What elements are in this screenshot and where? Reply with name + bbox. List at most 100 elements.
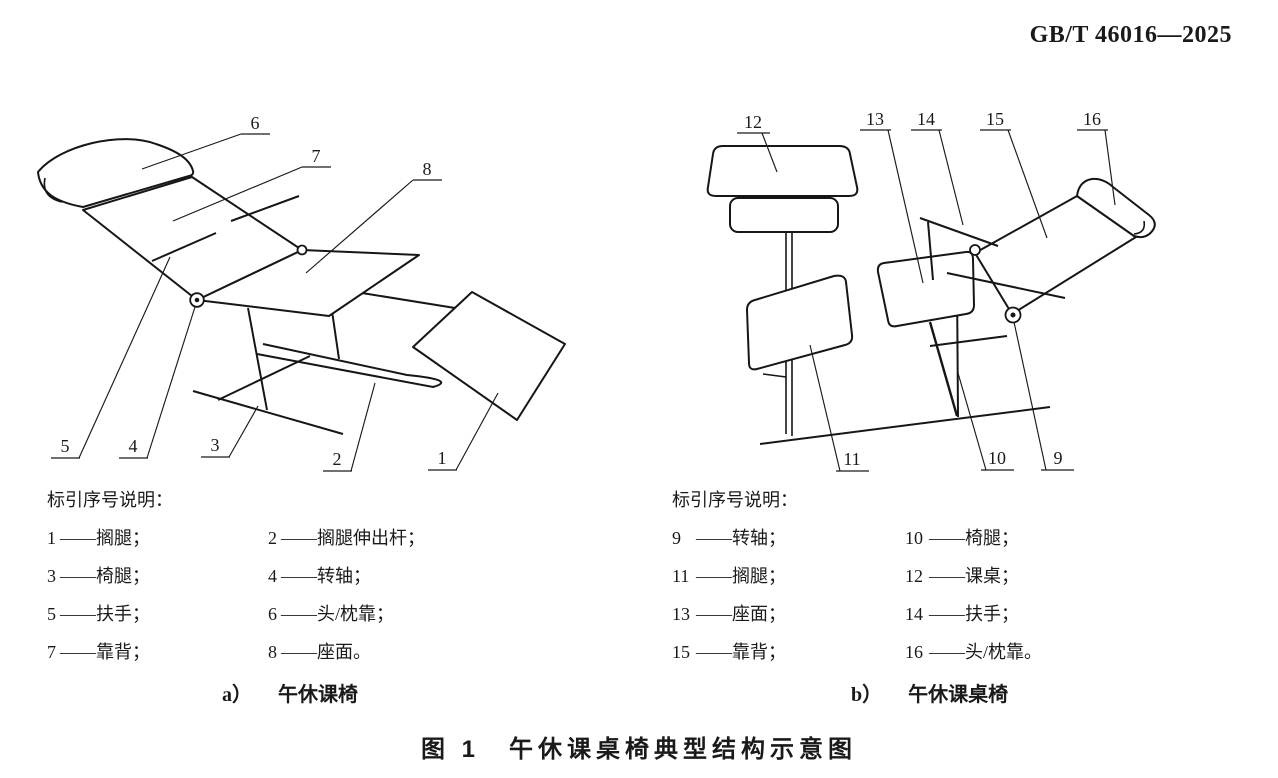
seat-panel: [876, 250, 975, 328]
part-label-15: 15: [980, 109, 1048, 239]
legend-b: 标引序号说明： 9——转轴； 10——椅腿； 11——搁腿； 12——课桌； 1…: [672, 481, 1042, 671]
legend-item-10: 10——椅腿；: [905, 519, 1042, 557]
legend-num: 7: [47, 642, 56, 662]
part-label-7: 7: [172, 146, 331, 222]
legend-num: 4: [268, 566, 277, 586]
subcaption-b-title: 午休课桌椅: [908, 684, 1009, 706]
legend-term: 椅腿；: [96, 566, 150, 586]
leader-line: [887, 129, 924, 284]
legend-heading: 标引序号说明：: [672, 490, 798, 510]
chair-leg-front-line: [247, 307, 268, 411]
part-number: 8: [423, 159, 432, 179]
figure-caption: 图 1 午休课桌椅典型结构示意图: [420, 736, 857, 763]
legend-num: 14: [905, 604, 923, 624]
legend-num: 2: [268, 528, 277, 548]
legend-dash: ——: [281, 566, 317, 586]
part-number: 11: [843, 449, 860, 469]
armrest-top-line: [919, 217, 999, 247]
leader-line: [78, 256, 171, 459]
legend-dash: ——: [281, 528, 317, 548]
legend-num: 16: [905, 642, 923, 662]
legrest-extension-rod: [256, 343, 443, 389]
legend-dash: ——: [696, 604, 732, 624]
part-number: 10: [988, 448, 1006, 468]
part-number: 7: [312, 146, 321, 166]
legend-heading: 标引序号说明：: [47, 490, 173, 510]
legrest-support-line: [361, 292, 456, 309]
legend-term: 搁腿；: [96, 528, 150, 548]
legend-term: 座面。: [317, 642, 371, 662]
legend-term: 搁腿；: [732, 566, 786, 586]
legend-a: 标引序号说明： 1——搁腿； 2——搁腿伸出杆； 3——椅腿； 4——转轴； 5…: [47, 481, 425, 671]
chair-leg-rear-line: [217, 355, 311, 401]
legend-items: 1——搁腿； 2——搁腿伸出杆； 3——椅腿； 4——转轴； 5——扶手； 6—…: [47, 519, 425, 671]
legend-item-15: 15——靠背；: [672, 633, 905, 671]
leader-line: [761, 132, 778, 173]
leader-line: [1104, 129, 1116, 206]
legrest-panel: [412, 291, 566, 421]
leader-line: [455, 392, 499, 471]
part-label-11: 11: [809, 344, 869, 472]
desk-drawer-box: [729, 197, 839, 233]
leader-line: [938, 129, 964, 226]
leader-line: [305, 179, 414, 274]
legend-num: 6: [268, 604, 277, 624]
desk-top: [706, 145, 859, 197]
subcaption-b: b） 午休课桌椅: [851, 678, 1008, 707]
part-label-5: 5: [51, 256, 171, 459]
legend-term: 搁腿伸出杆；: [317, 528, 425, 548]
leader-line: [172, 166, 303, 222]
leader-line: [1007, 129, 1048, 239]
legend-term: 头/枕靠；: [317, 604, 395, 624]
headrest-rim-arc: [43, 177, 63, 203]
part-number: 6: [251, 113, 260, 133]
part-label-6: 6: [141, 113, 270, 170]
subcaption-a-prefix: a）: [222, 684, 252, 706]
legend-dash: ——: [696, 566, 732, 586]
leader-line: [809, 344, 841, 472]
legend-term: 靠背；: [732, 642, 786, 662]
diagram-a: 1 2 3 4 5: [37, 113, 566, 472]
part-number: 1: [438, 448, 447, 468]
part-number: 16: [1083, 109, 1101, 129]
leader-line: [1013, 321, 1047, 471]
legend-item-16: 16 ——头/枕靠。: [905, 633, 1042, 671]
legend-dash: ——: [696, 642, 732, 662]
part-number: 9: [1054, 448, 1063, 468]
armrest-right-line: [230, 195, 300, 222]
part-label-13: 13: [860, 109, 924, 284]
legend-num: 13: [672, 604, 690, 624]
legend-items: 9——转轴； 10——椅腿； 11——搁腿； 12——课桌； 13——座面； 1…: [672, 519, 1042, 671]
leader-line: [146, 306, 196, 459]
legend-item-1: 1——搁腿；: [47, 519, 268, 557]
subcaption-b-prefix: b）: [851, 684, 883, 706]
standard-number: GB/T 46016—2025: [1029, 22, 1232, 48]
part-number: 13: [866, 109, 884, 129]
legend-item-11: 11 ——搁腿；: [672, 557, 905, 595]
legend-dash: ——: [929, 642, 965, 662]
seat-frame-bar: [929, 335, 1008, 347]
legend-num: 8: [268, 642, 277, 662]
leader-line: [228, 405, 259, 458]
legend-num: 11: [672, 566, 690, 586]
legend-num: 9: [672, 528, 681, 548]
legend-term: 转轴；: [317, 566, 371, 586]
legend-dash: ——: [281, 604, 317, 624]
legend-dash: ——: [929, 528, 965, 548]
legend-dash: ——: [60, 604, 96, 624]
armrest-far-strut: [946, 272, 1066, 299]
legend-term: 课桌；: [965, 566, 1019, 586]
part-label-3: 3: [201, 405, 259, 458]
legend-term: 靠背；: [96, 642, 150, 662]
part-label-1: 1: [428, 392, 499, 471]
legend-item-2: 2——搁腿伸出杆；: [268, 519, 425, 557]
part-label-10: 10: [957, 372, 1014, 471]
legend-num: 12: [905, 566, 923, 586]
part-label-9: 9: [1013, 321, 1074, 471]
legend-dash: ——: [60, 528, 96, 548]
legend-term: 头/枕靠。: [965, 642, 1043, 662]
legend-item-9: 9——转轴；: [672, 519, 905, 557]
legend-num: 5: [47, 604, 56, 624]
legend-term: 扶手；: [965, 604, 1019, 624]
